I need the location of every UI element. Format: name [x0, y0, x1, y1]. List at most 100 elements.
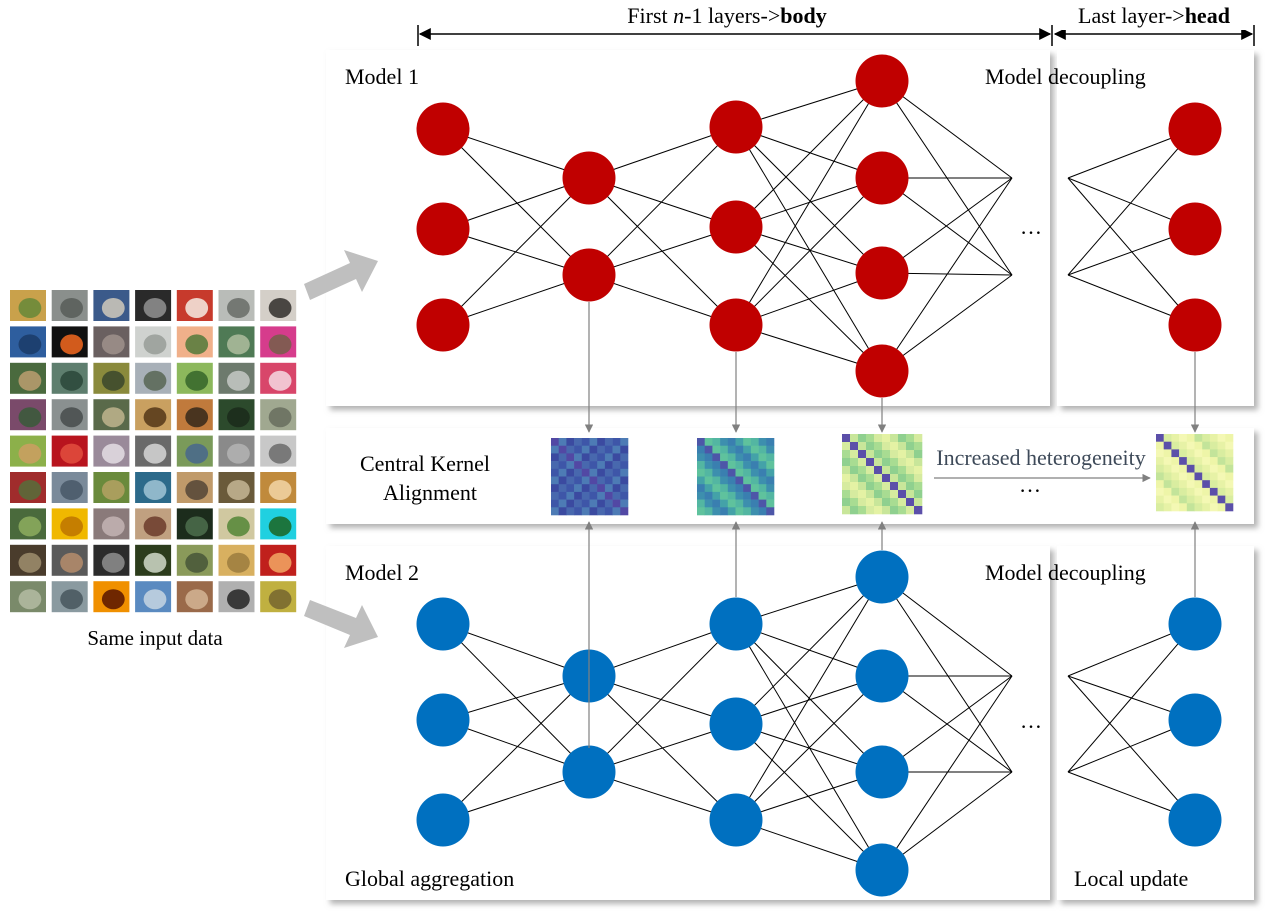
- heatmap-cell: [766, 468, 775, 477]
- cka-heatmap: [1156, 434, 1234, 512]
- heatmap-cell: [720, 438, 729, 446]
- heatmap-cell: [1163, 441, 1172, 450]
- heatmap-cell: [1202, 457, 1211, 466]
- heatmap-cell: [597, 445, 606, 454]
- heatmap-cell: [766, 499, 775, 508]
- heatmap-cell: [890, 434, 899, 443]
- heatmap-cell: [858, 490, 867, 499]
- heatmap-cell: [1225, 495, 1234, 504]
- heatmap-cell: [1156, 487, 1164, 496]
- edge: [881, 177, 1013, 276]
- heatmap-cell: [866, 434, 875, 443]
- neuron-node: [416, 298, 470, 352]
- heatmap-cell: [551, 453, 559, 462]
- heatmap-cell: [1156, 495, 1164, 504]
- edge: [735, 576, 883, 821]
- heatmap-cell: [720, 507, 729, 516]
- heatmap-cell: [858, 506, 867, 515]
- edge: [735, 675, 883, 821]
- heatmap-cell: [604, 507, 613, 516]
- head-neuron-node: [1168, 102, 1222, 156]
- heatmap-cell: [1202, 480, 1211, 489]
- heatmap-cell: [1163, 472, 1172, 481]
- heatmap-cell: [1171, 480, 1180, 489]
- heatmap-cell: [1186, 449, 1195, 458]
- heatmap-cell: [1209, 495, 1218, 504]
- heatmap-cell: [581, 484, 590, 493]
- heatmap-cell: [558, 491, 567, 500]
- heatmap-cell: [898, 482, 907, 491]
- heatmap-cell: [566, 453, 575, 462]
- heatmap-cell: [1225, 457, 1234, 466]
- top-annotation: First n-1 layers->body Last layer->head: [417, 3, 1255, 46]
- input-thumbnail: [91, 506, 132, 542]
- input-thumbnail: [133, 433, 174, 469]
- input-thumbnail: [258, 288, 299, 323]
- heatmap-cell: [906, 434, 915, 443]
- input-thumbnail: [258, 360, 299, 396]
- edge: [1067, 128, 1196, 276]
- heatmap-cell: [890, 498, 899, 507]
- input-thumbnail: [133, 542, 174, 578]
- heatmap-cell: [850, 490, 859, 499]
- heatmap-cell: [1163, 464, 1172, 473]
- input-thumbnail: [8, 288, 48, 323]
- heatmap-cell: [850, 466, 859, 475]
- heatmap-cell: [1179, 434, 1188, 442]
- heatmap-cell: [566, 499, 575, 508]
- local-update-label: Local update: [1074, 866, 1188, 891]
- heatmap-cell: [850, 442, 859, 451]
- heatmap-cell: [697, 484, 705, 493]
- input-thumbnail: [174, 397, 215, 433]
- heatmap-cell: [735, 491, 744, 500]
- heatmap-cell: [720, 484, 729, 493]
- heatmap-cell: [743, 507, 752, 516]
- heatmap-cell: [558, 461, 567, 470]
- heatmap-cell: [612, 461, 621, 470]
- input-thumbnail: [49, 397, 90, 433]
- heatmap-cell: [720, 468, 729, 477]
- heatmap-cell: [1194, 480, 1203, 489]
- input-thumbnail: [91, 433, 132, 469]
- input-to-model2-arrow: [304, 600, 378, 648]
- input-thumbnail: [8, 506, 48, 542]
- heatmap-cell: [1171, 472, 1180, 481]
- heatmap-cell: [914, 434, 923, 443]
- heatmap-cell: [758, 461, 767, 470]
- heatmap-cell: [574, 445, 583, 454]
- edge: [735, 80, 883, 228]
- edge: [588, 623, 737, 773]
- heatmap-cell: [914, 506, 923, 515]
- heatmap-cell: [720, 491, 729, 500]
- heatmap-cell: [727, 468, 736, 477]
- heatmap-cell: [1217, 487, 1226, 496]
- input-thumbnail: [133, 397, 174, 433]
- heatmap-cell: [898, 458, 907, 467]
- heatmap-cell: [1202, 464, 1211, 473]
- heatmap-cell: [697, 507, 705, 516]
- input-thumbnail: [216, 433, 257, 469]
- heatmap-cell: [842, 474, 851, 483]
- heatmap-cell: [604, 453, 613, 462]
- input-thumbnail: [49, 579, 90, 615]
- heatmap-cell: [1225, 464, 1234, 473]
- input-thumbnail: [49, 506, 90, 542]
- neuron-node: [709, 597, 763, 651]
- heatmap-cell: [1171, 457, 1180, 466]
- heatmap-cell: [551, 507, 559, 516]
- neuron-node: [709, 793, 763, 847]
- heatmap-cell: [874, 498, 883, 507]
- heatmap-cell: [1171, 464, 1180, 473]
- heatmap-cell: [566, 438, 575, 446]
- input-thumbnail: [49, 324, 90, 360]
- heatmap-cell: [750, 445, 759, 454]
- heatmap-cell: [766, 438, 775, 446]
- heatmap-cell: [712, 453, 721, 462]
- heatmap-cell: [1179, 472, 1188, 481]
- heatmap-cell: [589, 476, 598, 485]
- heatmap-cell: [735, 476, 744, 485]
- cka-label-line1: Central Kernel: [360, 451, 490, 476]
- heatmap-cell: [620, 491, 629, 500]
- layer-connectors: [584, 302, 1200, 748]
